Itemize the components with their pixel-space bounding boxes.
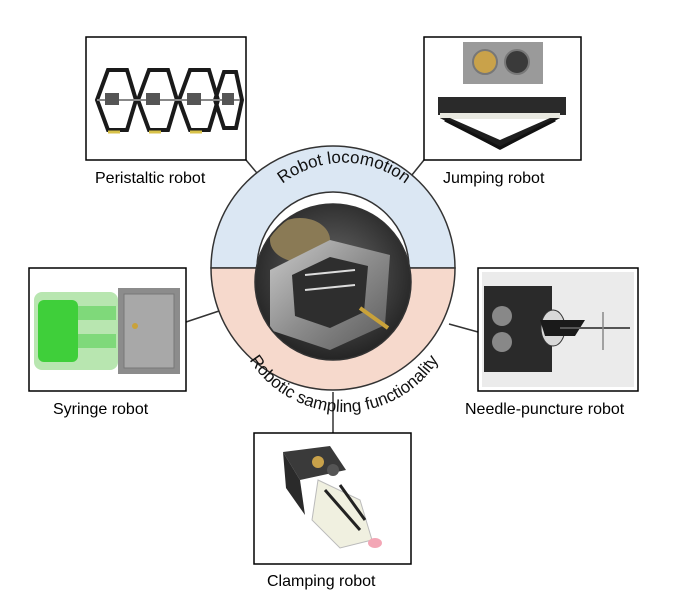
jumping-robot-photo bbox=[438, 42, 566, 150]
center-ring: Robot locomotion Robotic sampling functi… bbox=[210, 145, 456, 416]
syringe-robot-panel bbox=[28, 267, 187, 392]
needle-puncture-robot-photo bbox=[482, 272, 634, 387]
clamping-robot-panel bbox=[253, 432, 412, 565]
syringe-robot-caption: Syringe robot bbox=[53, 401, 149, 418]
clamping-robot-caption: Clamping robot bbox=[267, 573, 376, 590]
clamping-robot-photo bbox=[283, 446, 382, 549]
peristaltic-robot-panel bbox=[85, 36, 247, 161]
needle-puncture-robot-panel bbox=[477, 267, 639, 392]
locomotion-band bbox=[210, 145, 456, 269]
jumping-robot-caption: Jumping robot bbox=[443, 170, 545, 187]
syringe-robot-photo bbox=[34, 288, 180, 374]
peristaltic-robot-photo bbox=[94, 68, 245, 134]
peristaltic-robot-caption: Peristaltic robot bbox=[95, 170, 206, 187]
needle-puncture-robot-caption: Needle-puncture robot bbox=[465, 401, 625, 418]
center-robot-photo bbox=[270, 218, 390, 350]
jumping-robot-panel bbox=[423, 36, 582, 161]
